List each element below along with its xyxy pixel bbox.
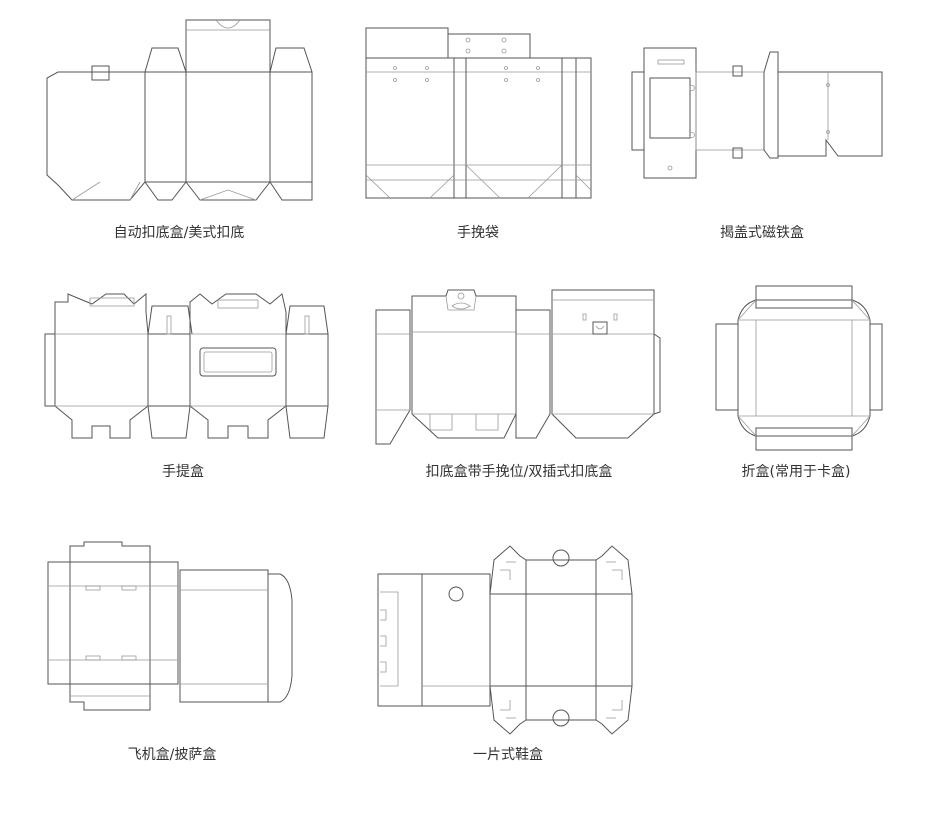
dieline-shoe-box [377, 545, 633, 735]
caption-mailer-box: 飞机盒/披萨盒 [127, 747, 217, 763]
dieline-handle-box [44, 292, 329, 439]
dieline-fold-box [715, 285, 883, 451]
caption-lock-bottom-hanger: 扣底盒带手挽位/双插式扣底盒 [425, 464, 613, 480]
caption-shoe-box: 一片式鞋盒 [473, 747, 543, 763]
caption-handbag: 手挽袋 [457, 225, 499, 241]
dieline-handbag [365, 27, 592, 199]
dieline-auto-lock-bottom [46, 19, 313, 201]
caption-magnetic-lid: 揭盖式磁铁盒 [720, 225, 804, 241]
dieline-lock-bottom-hanger [375, 289, 661, 445]
dieline-magnetic-lid [631, 47, 883, 179]
caption-handle-box: 手提盒 [162, 464, 204, 480]
caption-auto-lock-bottom: 自动扣底盒/美式扣底 [113, 225, 245, 241]
dieline-mailer-box [47, 541, 293, 711]
caption-fold-box: 折盒(常用于卡盒) [741, 464, 851, 480]
